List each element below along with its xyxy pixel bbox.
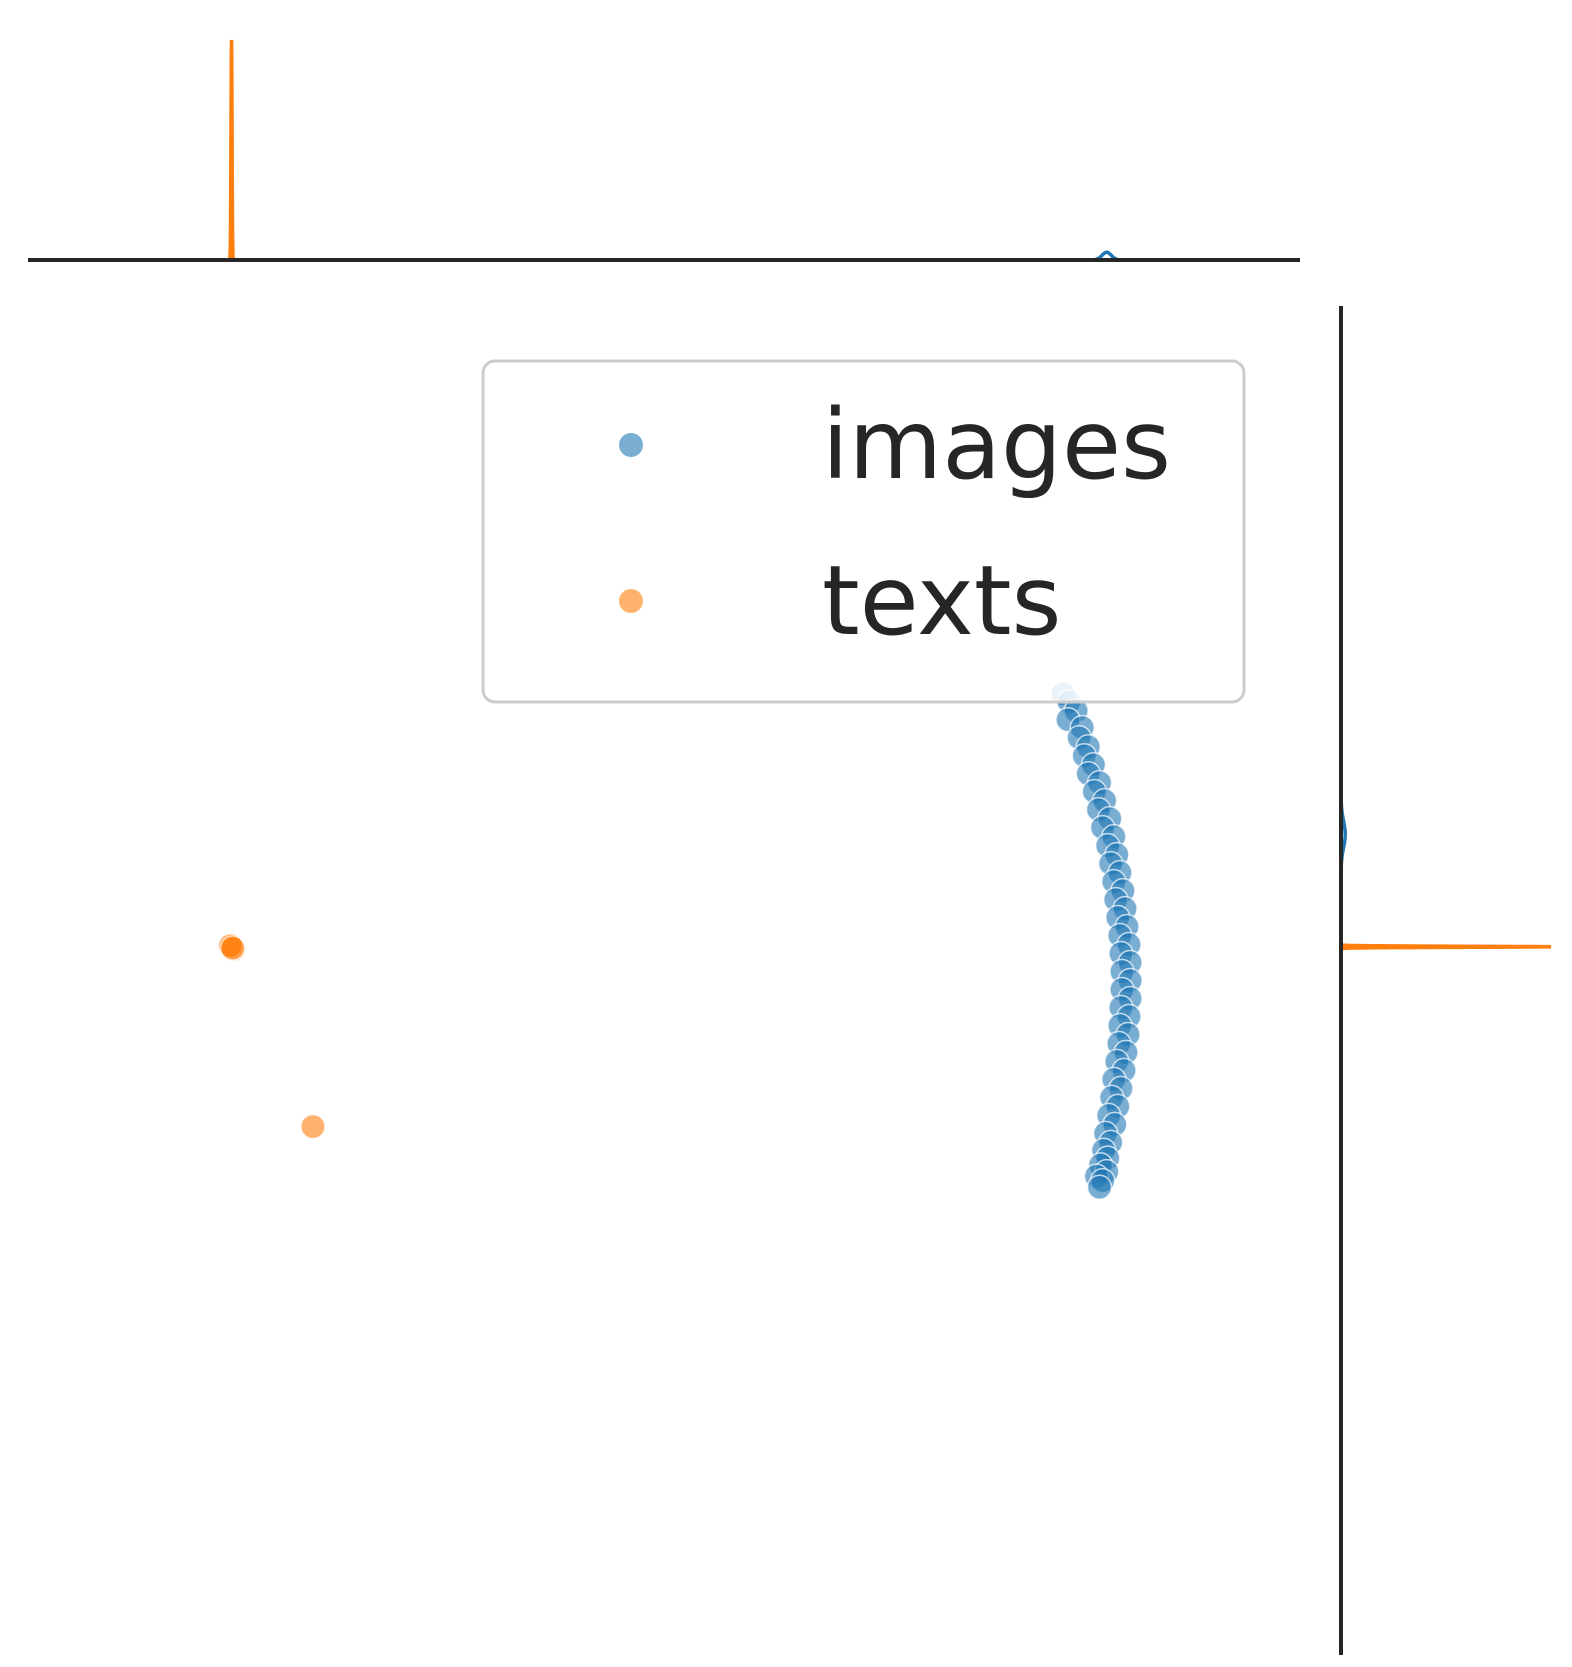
point-images [1086, 1174, 1113, 1201]
marginal-x-kde [227, 39, 1135, 262]
scatter-points [217, 681, 1143, 1201]
point-texts [219, 935, 246, 961]
kde-x-texts [227, 39, 236, 262]
legend-label-images: images [822, 389, 1171, 501]
legend-box [481, 359, 1246, 704]
legend-label-texts: texts [822, 545, 1061, 657]
point-texts [300, 1113, 326, 1140]
kde-y-texts [1339, 943, 1552, 951]
marginal-y-kde [1339, 754, 1552, 951]
legend-marker-images [619, 433, 643, 457]
legend: images texts [481, 359, 1246, 704]
legend-marker-texts [619, 589, 643, 613]
